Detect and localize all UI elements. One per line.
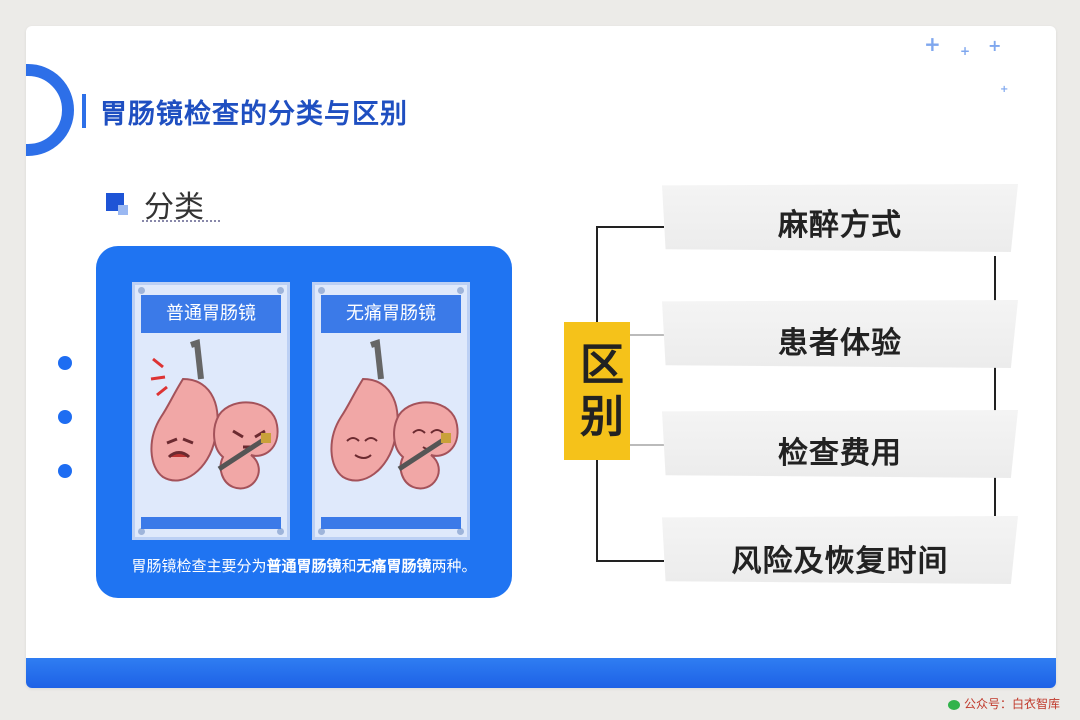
bullet-dot (58, 464, 72, 478)
note-card-bg (662, 410, 1018, 478)
difference-item-cost: 检查费用 (778, 436, 902, 471)
caption-suffix: 两种。 (431, 557, 477, 575)
note-card-bg (662, 184, 1018, 252)
panel-caption: 胃肠镜检查主要分为普通胃肠镜和无痛胃肠镜两种。 (96, 555, 512, 576)
tree-connector-right (994, 256, 996, 516)
title-accent-bar (82, 94, 86, 128)
bullet-dot (58, 410, 72, 424)
sparkle-decoration: + + + + (924, 32, 1009, 95)
card-footer-bar (321, 517, 461, 529)
caption-prefix: 胃肠镜检查主要分为 (131, 557, 267, 575)
decorative-arc (26, 64, 74, 156)
rivet-icon (457, 528, 464, 535)
rivet-icon (457, 287, 464, 294)
rivet-icon (277, 528, 284, 535)
watermark-text: 公众号：白衣智库 (963, 697, 1060, 711)
slide-title: 胃肠镜检查的分类与区别 (100, 99, 408, 130)
difference-item-risk-recovery: 风险及恢复时间 (731, 544, 949, 579)
rivet-icon (138, 287, 145, 294)
slide: 胃肠镜检查的分类与区别 + + + + 分类 普通胃肠镜 (26, 26, 1056, 688)
caption-highlight-regular: 普通胃肠镜 (266, 557, 342, 575)
card-label: 普通胃肠镜 (141, 295, 281, 333)
tree-connector (596, 226, 664, 228)
rivet-icon (318, 528, 325, 535)
rivet-icon (318, 287, 325, 294)
difference-item-experience: 患者体验 (778, 326, 902, 361)
bullet-dot (58, 356, 72, 370)
category-underline (142, 220, 220, 222)
caption-mid: 和 (341, 557, 357, 575)
note-card-bg (662, 300, 1018, 368)
pained-stomach-icon (150, 339, 279, 490)
card-footer-bar (141, 517, 281, 529)
category-marker-accent (118, 205, 128, 215)
caption-highlight-painless: 无痛胃肠镜 (356, 557, 432, 575)
footer-bar (26, 658, 1056, 688)
calm-stomach-icon (330, 339, 459, 490)
category-heading: 分类 (144, 190, 204, 225)
difference-item-anesthesia: 麻醉方式 (778, 208, 902, 243)
watermark: 公众号：白衣智库 (947, 695, 1060, 712)
note-card-bg (662, 516, 1018, 584)
wechat-icon (947, 699, 960, 710)
rivet-icon (277, 287, 284, 294)
card-label: 无痛胃肠镜 (321, 295, 461, 333)
tree-connector (630, 334, 664, 336)
tree-connector (630, 444, 664, 446)
tree-connector (596, 560, 664, 562)
classification-panel: 普通胃肠镜 无痛胃肠镜 (96, 246, 512, 598)
card-painless-endoscopy: 无痛胃肠镜 (312, 282, 470, 540)
card-regular-endoscopy: 普通胃肠镜 (132, 282, 290, 540)
rivet-icon (138, 528, 145, 535)
difference-label: 区别 (564, 322, 630, 460)
